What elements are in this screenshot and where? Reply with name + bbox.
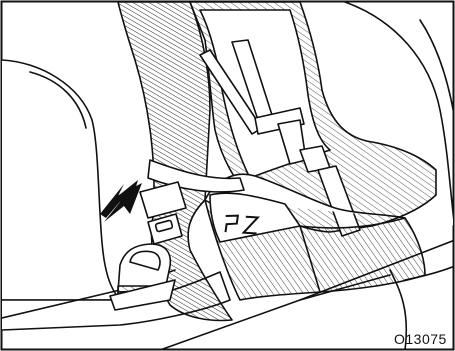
figure-code: O13075 xyxy=(394,330,447,348)
